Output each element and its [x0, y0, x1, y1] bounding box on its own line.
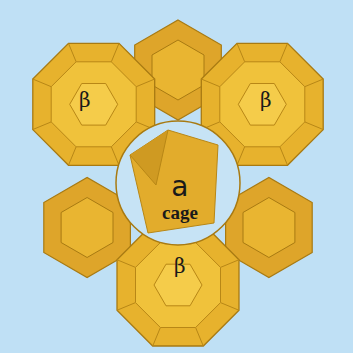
- cage-edge: [237, 147, 245, 165]
- prism-face: [243, 198, 295, 258]
- cage-edge: [196, 327, 204, 345]
- cage-edge: [305, 79, 323, 87]
- prism-face: [61, 198, 113, 258]
- cage-edge: [111, 43, 119, 61]
- alpha-cage: acage: [158, 170, 202, 226]
- inner-wall: [130, 130, 218, 233]
- cage-edge: [237, 43, 245, 61]
- cage-edge: [220, 260, 238, 268]
- cage-symbol: a: [162, 172, 198, 203]
- cage-edge: [305, 122, 323, 130]
- cage-edge: [33, 122, 51, 130]
- cage-edge: [33, 79, 51, 87]
- cage-edge: [117, 260, 135, 268]
- inner-wall-shade: [130, 130, 168, 185]
- hexagonal-face: [70, 84, 118, 126]
- beta-cage: β: [256, 87, 276, 113]
- cage-edge: [153, 327, 161, 345]
- hexagonal-face: [238, 84, 286, 126]
- cage-edge: [201, 79, 219, 87]
- cage-edge: [111, 147, 119, 165]
- cage-edge: [280, 43, 288, 61]
- prism-face: [152, 40, 204, 100]
- cage-symbol: β: [79, 89, 91, 111]
- alpha-opening: [116, 121, 240, 245]
- cage-edge: [136, 79, 154, 87]
- cage-label: cage: [162, 203, 198, 224]
- beta-cage: β: [75, 87, 95, 113]
- cage-edge: [68, 147, 76, 165]
- cage-symbol: β: [260, 89, 272, 111]
- cage-edge: [220, 303, 238, 311]
- cage-symbol: β: [174, 255, 186, 277]
- cage-edge: [68, 43, 76, 61]
- cage-facet: [136, 243, 221, 328]
- cage-edge: [117, 303, 135, 311]
- beta-cage: β: [170, 253, 190, 279]
- cage-facet: [220, 62, 305, 147]
- cage-facet: [51, 62, 136, 147]
- cage-edge: [280, 147, 288, 165]
